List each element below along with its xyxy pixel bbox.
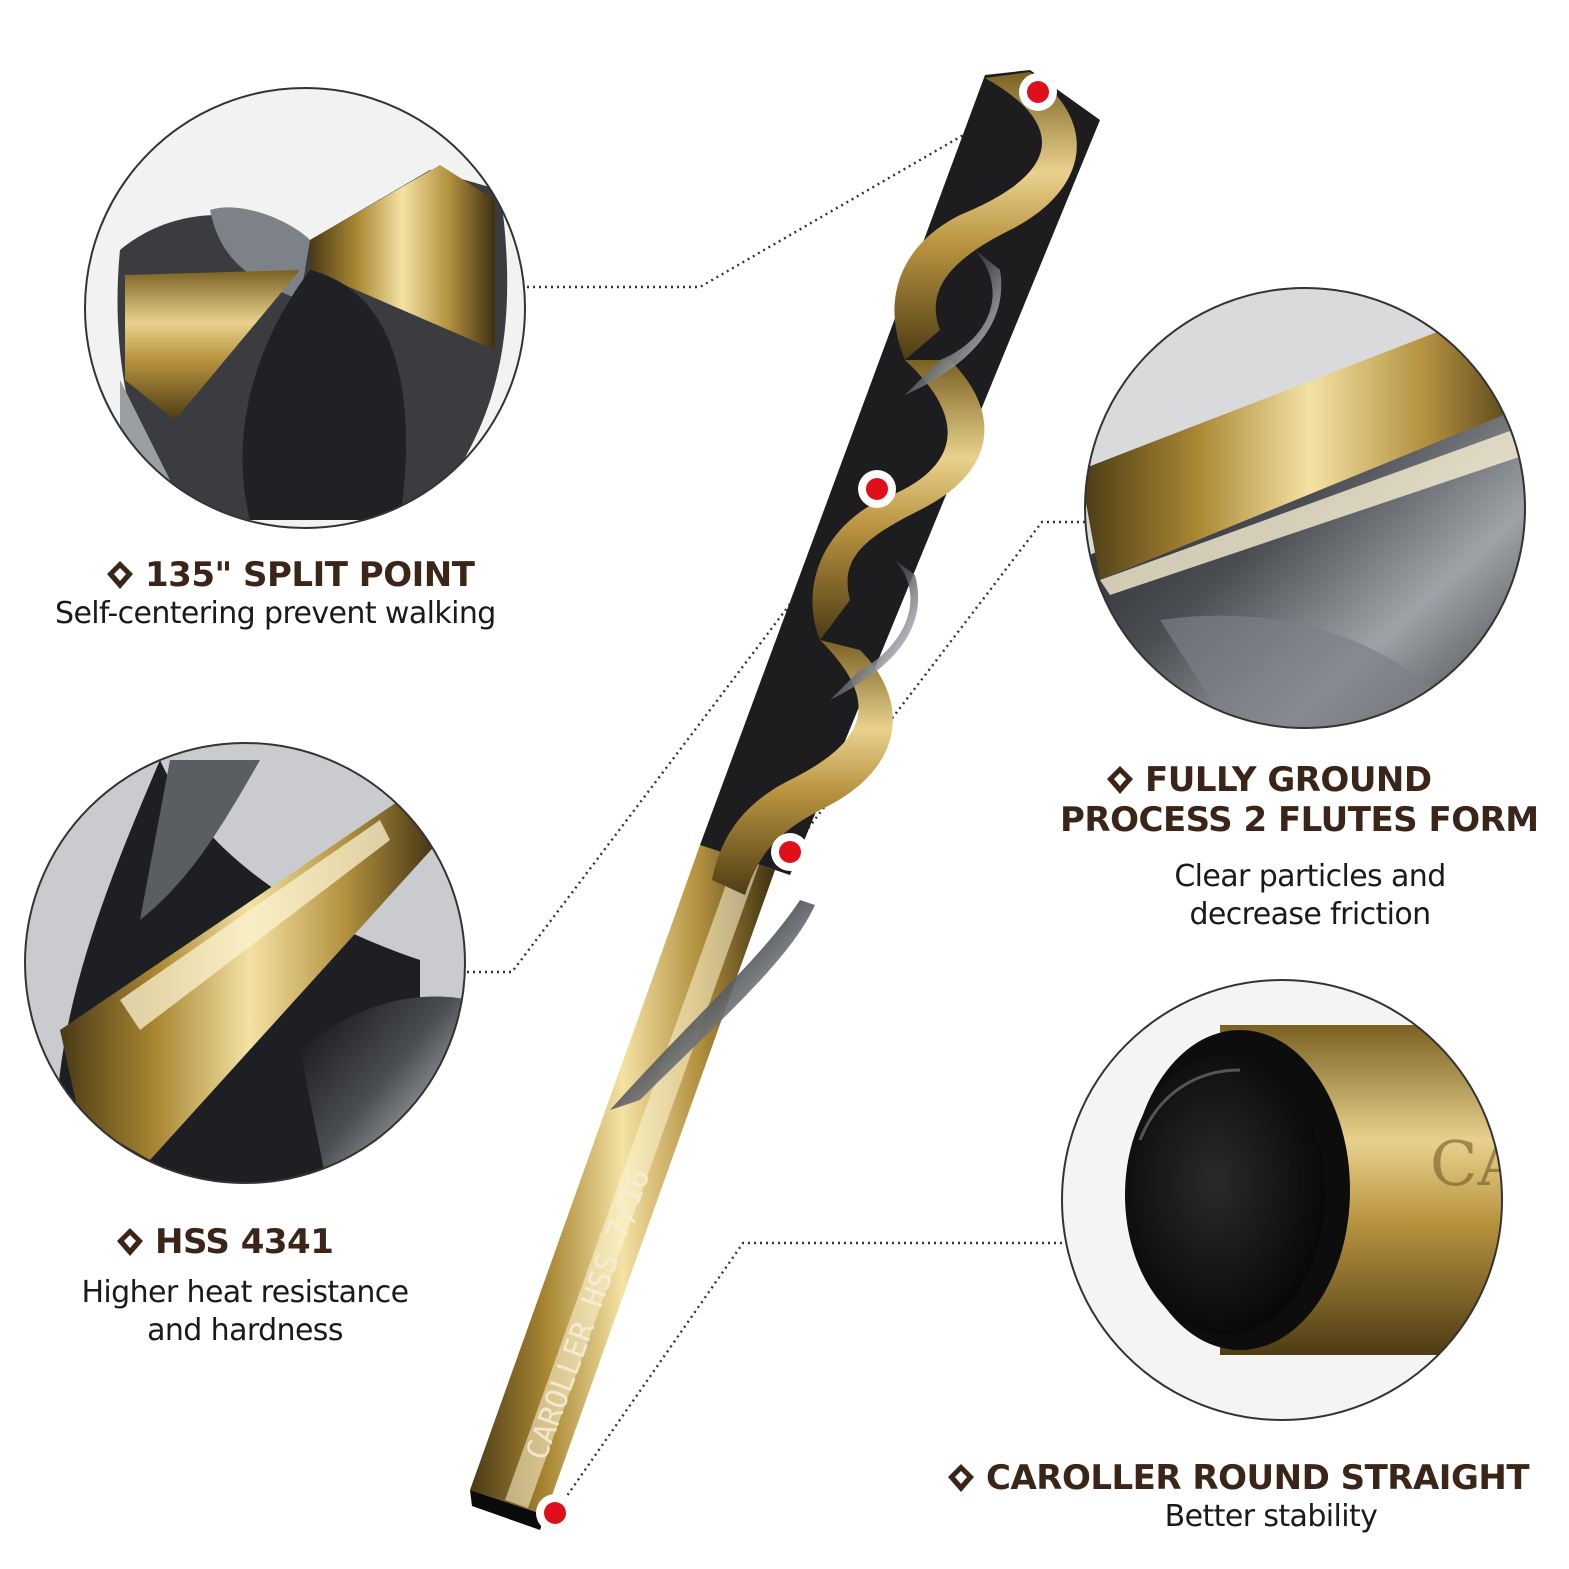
drill-bit: CAROLLER HSS 7/16 bbox=[470, 70, 1100, 1530]
feature-description: Higher heat resistance bbox=[81, 1275, 409, 1310]
feature-description: Self-centering prevent walking bbox=[55, 596, 496, 631]
feature-flutes: FULLY GROUND PROCESS 2 FLUTES FORM Clear… bbox=[1060, 760, 1560, 934]
detail-circle-hss bbox=[24, 742, 466, 1184]
feature-split-point: 135" SPLIT POINT Self-centering prevent … bbox=[55, 555, 575, 633]
shank-engraving: CA bbox=[1430, 1127, 1523, 1200]
feature-hss: HSS 4341 Higher heat resistance and hard… bbox=[55, 1222, 435, 1350]
marker-dot-flute-upper bbox=[858, 470, 896, 508]
marker-dot-tip bbox=[1019, 73, 1057, 111]
marker-dot-shank-end bbox=[536, 1494, 574, 1532]
feature-description: Clear particles and bbox=[1174, 859, 1446, 894]
feature-title: 135" SPLIT POINT bbox=[145, 555, 475, 595]
feature-title: HSS 4341 bbox=[155, 1222, 334, 1262]
feature-description-line2: and hardness bbox=[147, 1313, 343, 1348]
detail-circle-flutes bbox=[1084, 287, 1526, 729]
marker-dots bbox=[536, 73, 1057, 1532]
feature-title: CAROLLER ROUND STRAIGHT bbox=[986, 1458, 1530, 1498]
marker-dot-flute-lower bbox=[771, 833, 809, 871]
diamond-pin-icon bbox=[117, 1228, 143, 1256]
diamond-pin-icon bbox=[1107, 766, 1133, 794]
feature-title-line2: PROCESS 2 FLUTES FORM bbox=[1060, 800, 1539, 840]
diamond-pin-icon bbox=[107, 561, 133, 589]
leader-line-split-point bbox=[527, 90, 1039, 289]
diamond-pin-icon bbox=[948, 1464, 974, 1492]
feature-description: Better stability bbox=[1164, 1499, 1378, 1534]
leader-line-shank bbox=[554, 1241, 1062, 1514]
detail-circle-shank: CA bbox=[1061, 979, 1523, 1421]
feature-round-straight: CAROLLER ROUND STRAIGHT Better stability bbox=[946, 1458, 1556, 1536]
feature-description-line2: decrease friction bbox=[1189, 897, 1431, 932]
detail-circle-split-point bbox=[84, 87, 526, 529]
feature-title: FULLY GROUND bbox=[1145, 760, 1432, 800]
